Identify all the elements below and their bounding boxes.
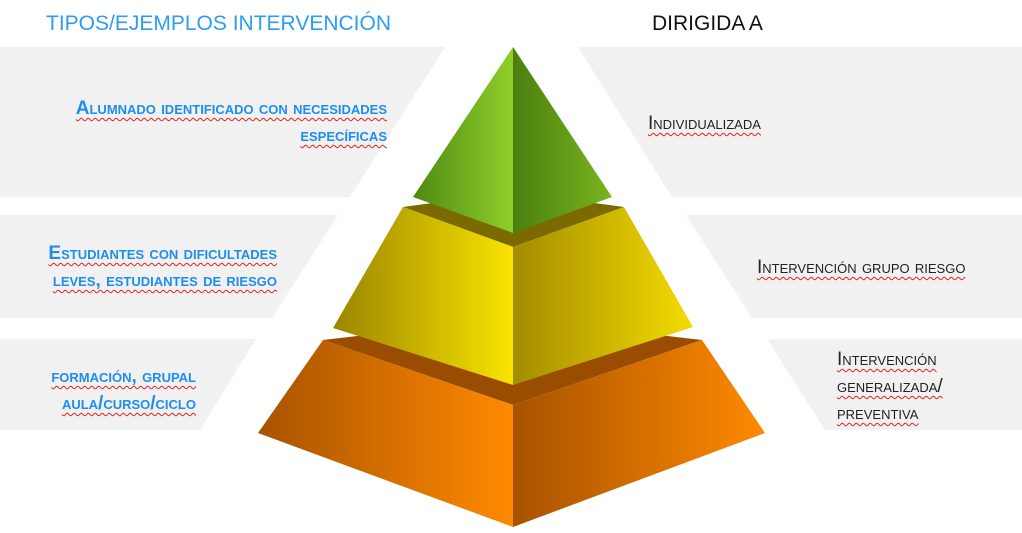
band-right-1 xyxy=(578,47,1022,197)
band-right-2 xyxy=(686,215,1022,318)
type-label-top: Alumnado identificado con necesidades es… xyxy=(75,98,387,146)
tier-middle-right xyxy=(513,207,693,385)
header-target: DIRIGIDA A xyxy=(652,12,763,35)
header-types: TIPOS/EJEMPLOS INTERVENCIÓN xyxy=(46,12,392,35)
tier-base-right xyxy=(513,340,765,527)
tier-top-right xyxy=(513,47,612,233)
target-label-top: Individualizada xyxy=(648,113,761,134)
tier-top-left xyxy=(413,47,513,233)
band-left-2 xyxy=(0,215,338,318)
tier-base-left xyxy=(258,340,513,527)
band-right-3 xyxy=(767,339,1022,430)
type-label-base: formación, grupal aula/curso/ciclo xyxy=(51,366,196,414)
type-label-middle: Estudiantes con dificultades leves, estu… xyxy=(48,243,277,291)
tier-middle-left xyxy=(333,207,513,385)
target-label-middle: Intervención grupo riesgo xyxy=(757,257,966,278)
band-left-3 xyxy=(0,339,256,430)
target-label-base: Intervención generalizada/ preventiva xyxy=(837,349,943,424)
band-left-1 xyxy=(0,47,445,197)
